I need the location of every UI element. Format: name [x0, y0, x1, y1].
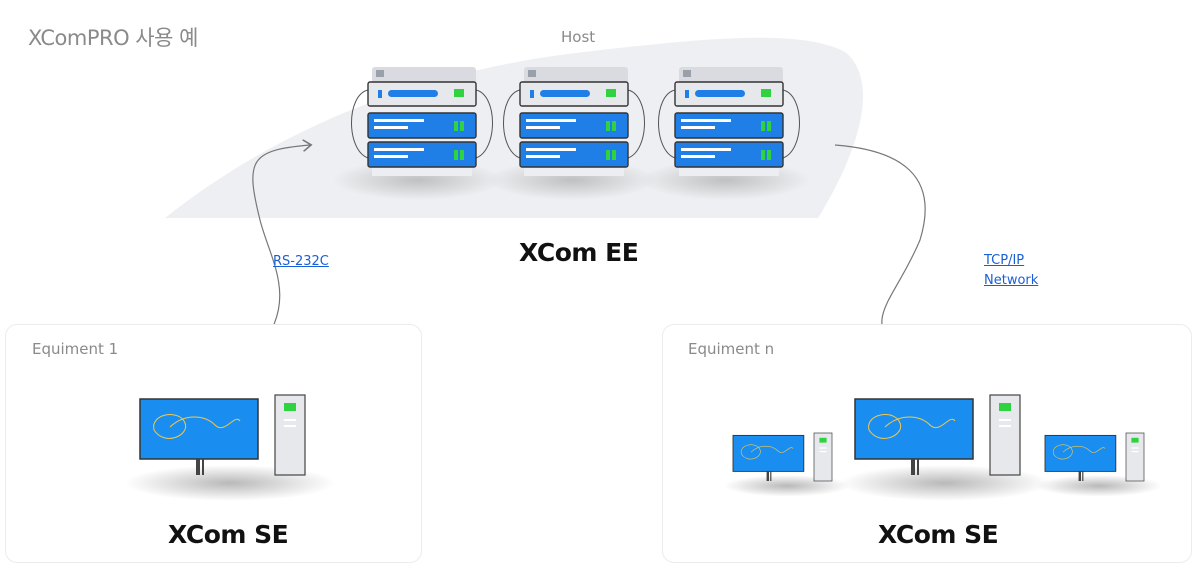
server-stack [351, 67, 493, 176]
equipment-n-title: Equiment n [688, 340, 775, 358]
equipment-1-title: Equiment 1 [32, 340, 119, 358]
tcpip-link-line1[interactable]: TCP/IP [984, 253, 1025, 268]
tcpip-arrow [834, 144, 926, 350]
computer-equipment-1 [125, 394, 335, 501]
rs232c-link[interactable]: RS-232C [273, 254, 329, 269]
server-stack [658, 67, 800, 176]
rs232-arrow [252, 145, 310, 351]
equipment-n-software-label: XCom SE [878, 520, 999, 549]
computer-equipment-n-main [840, 394, 1050, 501]
page-title: XComPRO 사용 예 [28, 26, 198, 50]
server-group [351, 67, 800, 176]
equipment-1-software-label: XCom SE [168, 520, 289, 549]
tcpip-network-link[interactable]: TCP/IP Network [984, 251, 1038, 291]
tcpip-link-line2[interactable]: Network [984, 273, 1039, 288]
computer-equipment-n-small-left [724, 432, 850, 497]
computer-equipment-n-small-right [1036, 432, 1162, 497]
host-software-label: XCom EE [519, 238, 639, 267]
server-stack [503, 67, 645, 176]
host-label: Host [561, 28, 596, 46]
